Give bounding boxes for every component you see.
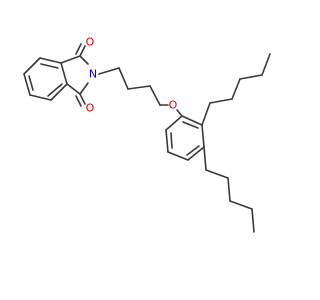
pentyl-chain-lower [203, 146, 255, 233]
imide-ring [60, 55, 89, 95]
pentyl-chain-upper [201, 53, 271, 126]
phenyl-ring [165, 109, 205, 161]
benzo-ring [23, 57, 68, 101]
atom-nitrogen: N [89, 68, 97, 81]
atom-oxygen-bottom: O [86, 102, 95, 115]
chemical-structure: O N O O [23, 36, 271, 233]
atom-oxygen-top: O [86, 36, 95, 49]
atom-oxygen-ether: O [169, 99, 178, 112]
butyl-linker [98, 67, 169, 106]
carbonyl-bonds [75, 43, 86, 107]
